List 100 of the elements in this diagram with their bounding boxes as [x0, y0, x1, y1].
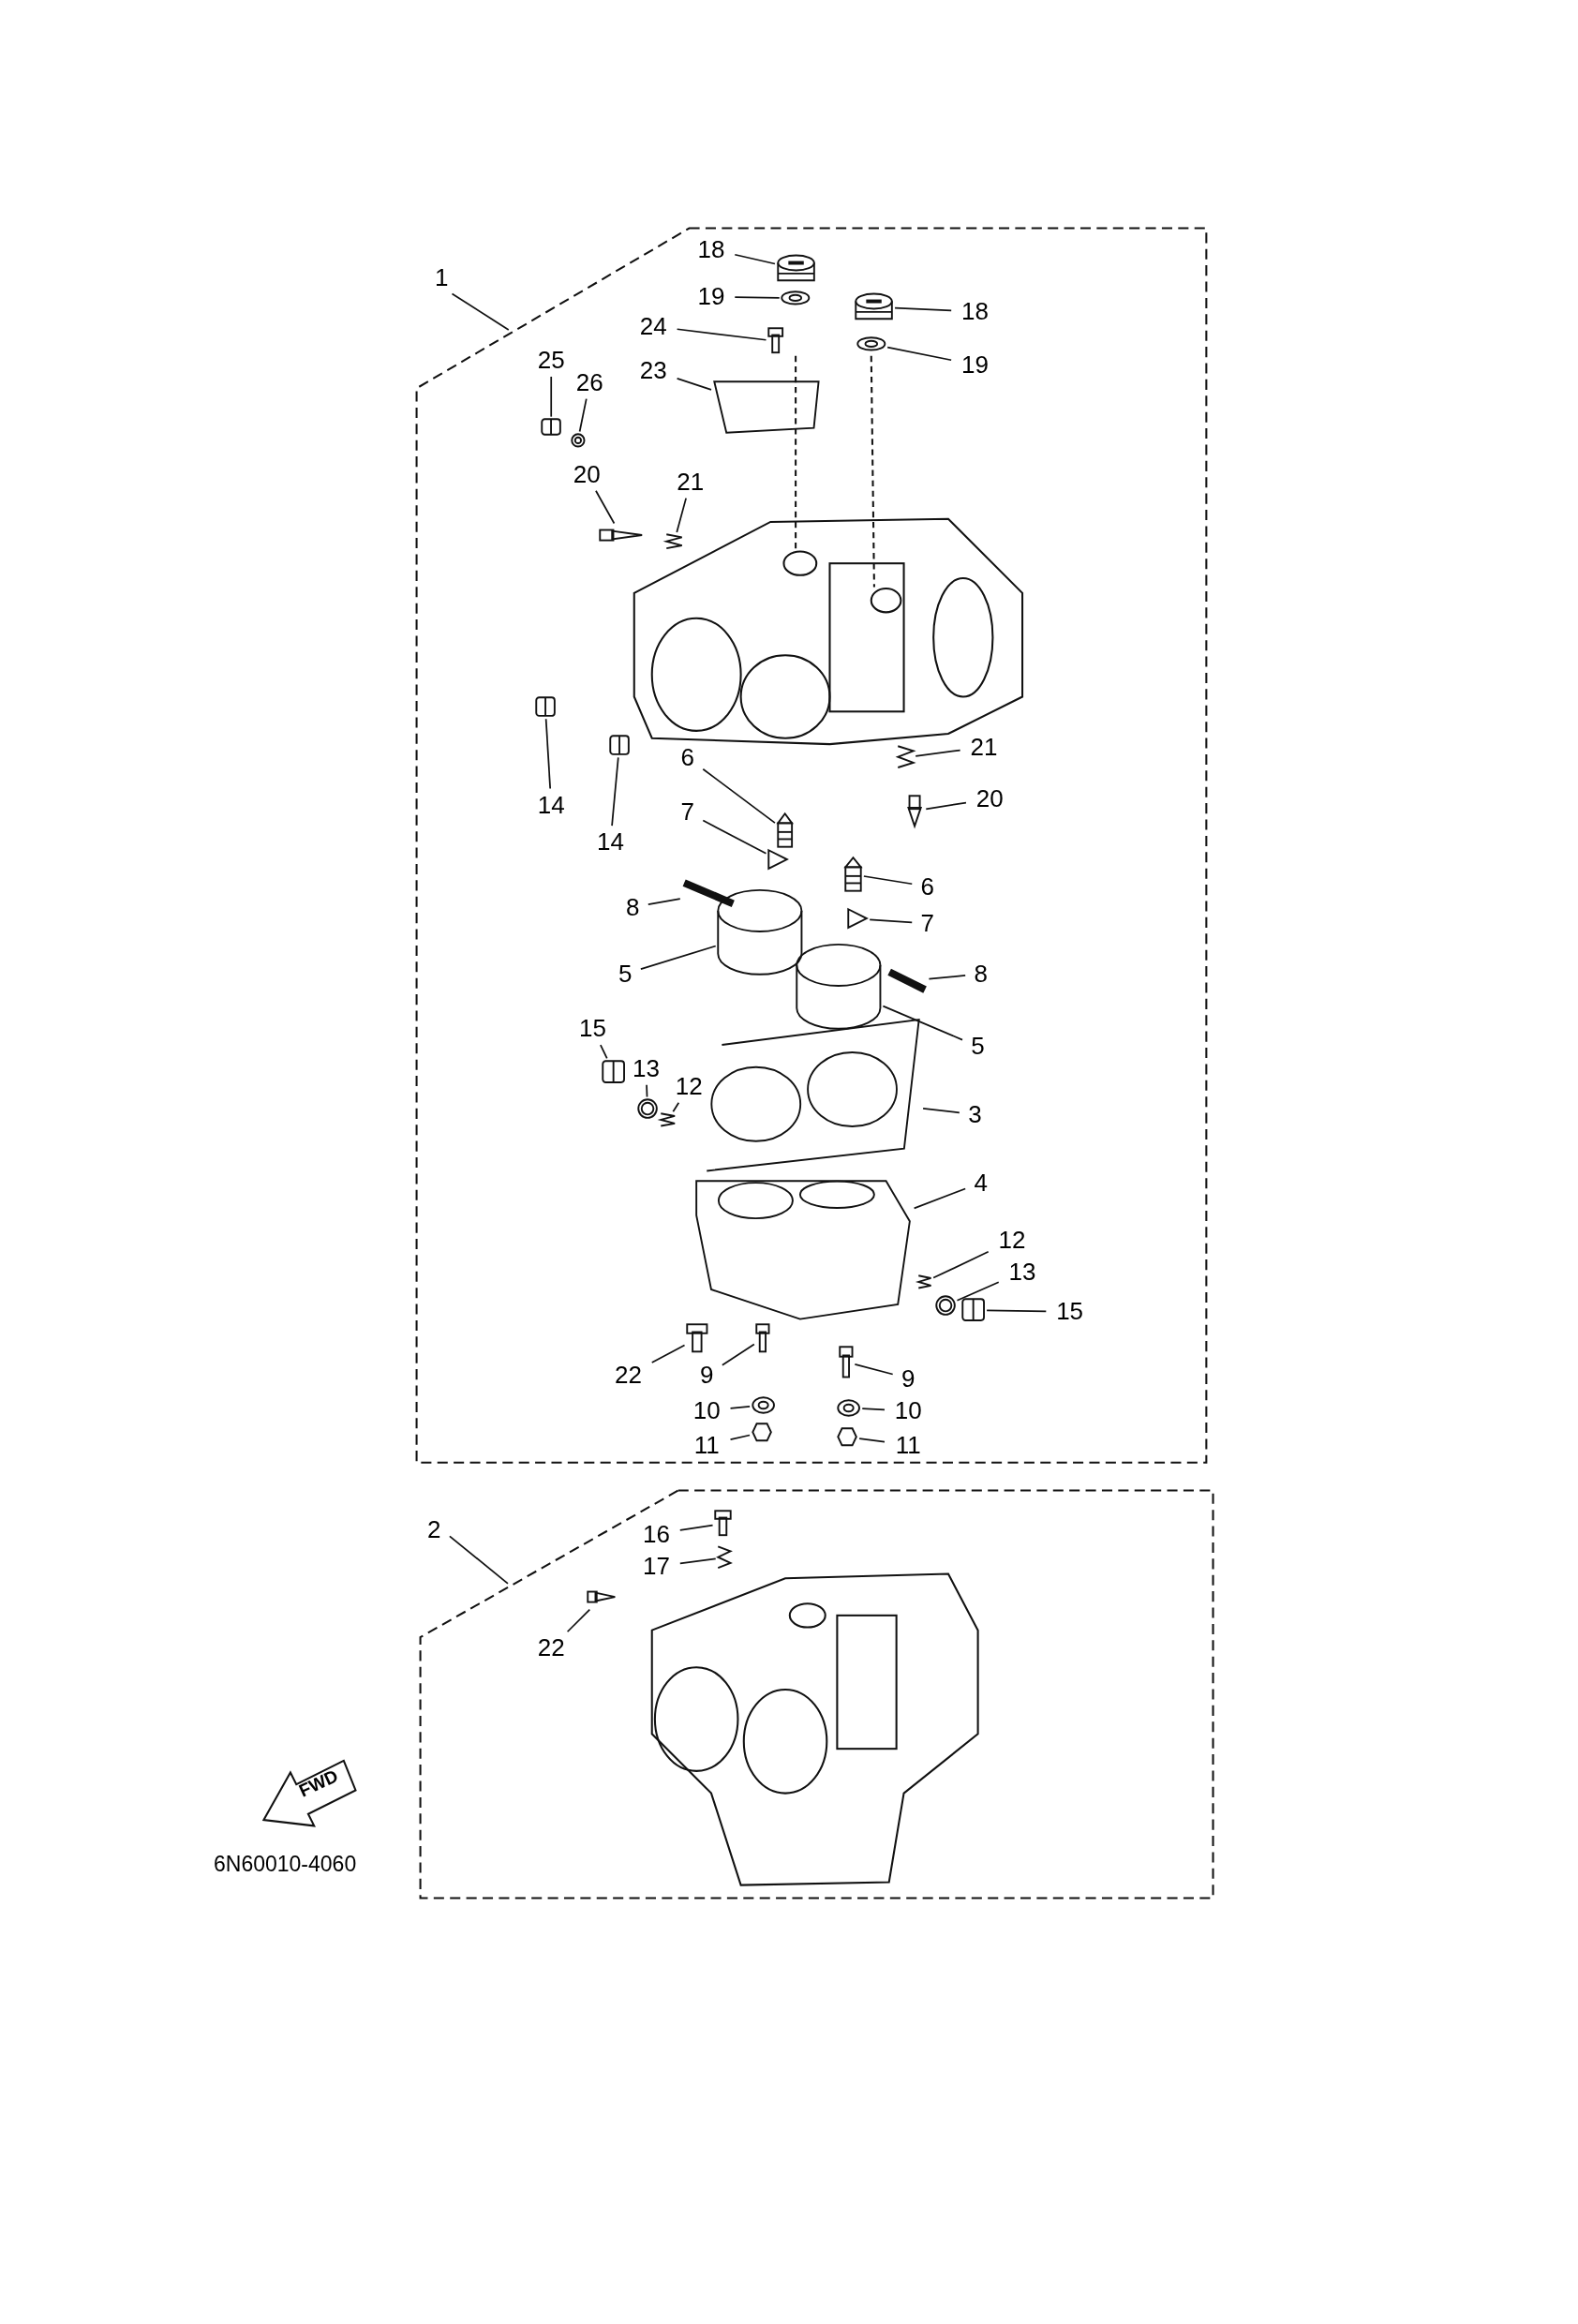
plug-drawing [534, 696, 556, 718]
callout-number: 9 [894, 1363, 923, 1393]
callout-number: 18 [952, 296, 998, 326]
callout-number: 7 [913, 908, 942, 938]
o-ring-drawing [570, 432, 586, 448]
callout-number: 24 [631, 311, 676, 341]
callout-number: 1 [427, 261, 456, 292]
direction-label: FWD [296, 1765, 342, 1800]
float-drawing [796, 944, 882, 1030]
leader-line [544, 718, 552, 790]
callout-number: 22 [528, 1632, 573, 1663]
callout-number: 9 [692, 1360, 722, 1391]
leader-line [611, 756, 619, 827]
screw-drawing [755, 1323, 771, 1353]
callout-number: 10 [886, 1395, 930, 1426]
leader-line [956, 1281, 1000, 1302]
plug-drawing [961, 1298, 986, 1322]
nut-drawing [751, 1422, 772, 1442]
leader-line [858, 1438, 886, 1443]
leader-line [729, 1405, 751, 1409]
leader-line [928, 975, 967, 980]
callout-number: 19 [952, 350, 998, 380]
callout-number: 2 [420, 1514, 449, 1544]
callout-number: 20 [967, 783, 1012, 814]
leader-line [550, 376, 553, 418]
callout-number: 15 [570, 1013, 616, 1044]
leader-line [854, 1363, 894, 1376]
plug-drawing [541, 417, 562, 436]
leader-line [650, 1344, 686, 1363]
spring-drawing [664, 533, 683, 550]
callout-number: 12 [666, 1071, 711, 1101]
callout-number: 17 [633, 1551, 679, 1582]
spring-drawing [659, 1112, 676, 1128]
needle-valve-drawing [776, 812, 793, 848]
screw-drawing [686, 1323, 708, 1353]
plug-drawing [855, 293, 894, 320]
callout-number: 8 [618, 891, 648, 922]
leader-line [566, 1608, 591, 1633]
leader-line [600, 1044, 608, 1060]
leader-line [925, 801, 967, 811]
callout-number: 7 [673, 797, 702, 827]
leader-line [640, 945, 717, 970]
washer-drawing [837, 1398, 861, 1417]
plug-drawing [776, 254, 815, 282]
spring-drawing [916, 1274, 932, 1289]
callout-number: 13 [1000, 1256, 1045, 1287]
leader-line [894, 306, 952, 312]
pin-drawing [886, 969, 928, 993]
callout-number: 22 [605, 1360, 651, 1391]
leader-line [702, 819, 767, 855]
callout-number: 14 [588, 827, 633, 857]
washer-drawing [856, 335, 886, 351]
callout-number: 3 [960, 1099, 990, 1129]
leader-line [449, 1535, 509, 1585]
callout-number: 23 [631, 355, 676, 386]
float-drawing [717, 888, 803, 976]
callout-number: 10 [684, 1395, 729, 1426]
callout-number: 11 [684, 1429, 729, 1460]
o-ring-drawing [934, 1294, 956, 1317]
leader-line [676, 328, 767, 341]
dashed-assembly-outline [414, 226, 1208, 1465]
plug-drawing [608, 735, 630, 756]
leader-line [729, 1434, 751, 1441]
clip-drawing [847, 908, 869, 930]
callout-number: 15 [1047, 1296, 1093, 1327]
callout-number: 6 [913, 871, 942, 901]
washer-drawing [751, 1395, 775, 1414]
leader-line [861, 1408, 886, 1411]
callout-number: 16 [633, 1518, 679, 1549]
leader-line [578, 397, 588, 433]
spring-drawing [717, 1545, 733, 1570]
leader-line [863, 875, 914, 886]
pin-drawing [681, 880, 737, 907]
leader-line [678, 1524, 714, 1531]
callout-number: 6 [673, 742, 702, 772]
leader-line [734, 253, 776, 265]
leader-line [913, 1187, 967, 1210]
nut-drawing [837, 1426, 858, 1447]
callout-number: 21 [668, 467, 713, 497]
float-chamber-drawing [693, 1179, 913, 1322]
callout-number: 18 [689, 233, 734, 264]
callout-number: 5 [963, 1031, 992, 1062]
leader-line [676, 497, 687, 533]
leader-line [647, 898, 681, 905]
cover-plate-drawing [712, 380, 820, 435]
clip-drawing [767, 849, 789, 871]
leader-line [869, 918, 914, 924]
part-code: 6N60010-4060 [214, 1854, 357, 1875]
callout-number: 20 [564, 459, 609, 489]
callout-number: 12 [990, 1225, 1035, 1256]
gasket-drawing [705, 1016, 922, 1174]
callout-number: 21 [961, 732, 1006, 762]
leader-line [882, 1005, 963, 1041]
screw-drawing [714, 1510, 733, 1537]
leader-line [678, 1557, 717, 1565]
leader-line [922, 1107, 960, 1114]
leader-line [722, 1343, 755, 1366]
washer-drawing [781, 290, 811, 305]
leader-line [986, 1309, 1048, 1313]
o-ring-drawing [636, 1097, 659, 1119]
